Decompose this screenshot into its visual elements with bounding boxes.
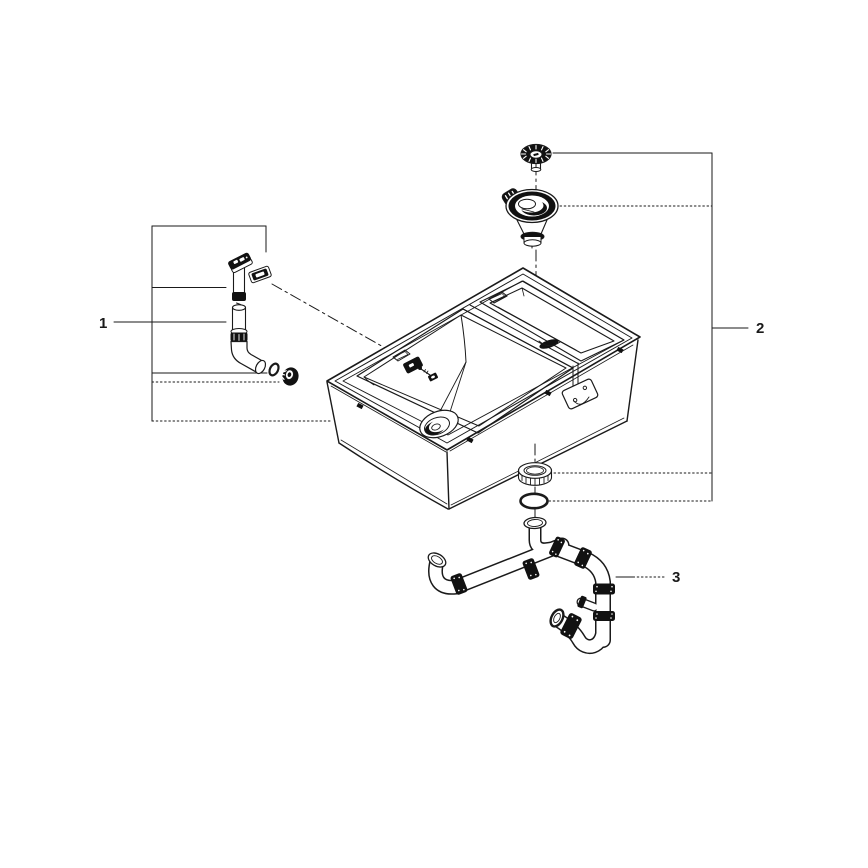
small-bowl-overflow-cutout [488,291,508,304]
axis-overflow-diagonal [271,283,395,354]
sink-body [326,267,641,510]
sink-rim-inner [334,273,633,444]
overflow-screw [418,366,431,376]
pipe-inlet-end [523,516,547,530]
overflow-cover-plate [228,252,253,274]
callout-1-bracket [113,225,331,422]
main-bowl-overflow-cutout [392,349,411,362]
callout-3-label: 3 [672,569,680,586]
overflow-o-ring [268,362,280,377]
small-bowl-drain [539,339,559,349]
trap-open-end [549,608,565,628]
overflow-tube-lower [230,304,248,342]
strainer-cap [520,143,552,172]
pipe-open-end-left [427,552,447,568]
drain-pipe-assembly [427,516,615,654]
locking-nut [517,462,553,486]
sink-rim-outer [326,267,641,451]
strainer-basket [501,188,559,249]
callout-2-label: 2 [756,320,764,337]
pipe-couplings [450,536,615,639]
callout-2-bracket [548,152,749,502]
overflow-elbow [230,340,267,375]
overflow-nut [281,367,299,386]
overflow-clip [427,372,439,382]
main-bowl [356,308,574,439]
overflow-gasket [248,265,272,284]
main-bowl-drain [419,409,459,439]
overflow-assembly [228,252,299,386]
small-bowl [479,280,625,362]
rim-clips [356,346,624,444]
hose-nipple-band [577,595,587,609]
drain-o-ring [519,492,549,510]
callout-1-label: 1 [99,315,107,332]
mounting-bracket [561,362,599,410]
overflow-mount-plate [403,356,423,374]
